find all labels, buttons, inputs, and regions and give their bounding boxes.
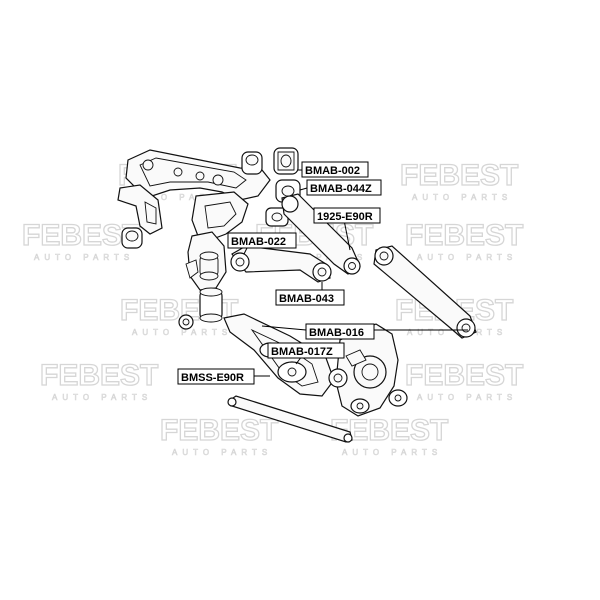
label-1925-e90r-text: 1925-E90R (317, 211, 373, 223)
toe-link-bar (227, 395, 353, 443)
label-bmab-022: BMAB-022 (227, 232, 297, 249)
rear-subframe (117, 149, 271, 291)
label-bmab-017z-text: BMAB-017Z (271, 346, 333, 358)
watermark: FEBEST AUTO PARTS (159, 413, 279, 457)
bushing-top-left (241, 151, 263, 175)
watermark-tagline: AUTO PARTS (342, 448, 442, 457)
label-bmab-016: BMAB-016 (305, 323, 375, 340)
watermark: FEBEST AUTO PARTS (404, 358, 524, 402)
trailing-link (373, 245, 477, 339)
watermark-brand: FEBEST (405, 219, 523, 252)
wheel-carrier (328, 323, 408, 417)
watermark-brand: FEBEST (40, 359, 158, 392)
label-bmab-017z: BMAB-017Z (267, 342, 345, 359)
watermark-brand: FEBEST (22, 219, 140, 252)
bushing-lower-left (178, 314, 194, 330)
watermark-tagline: AUTO PARTS (130, 193, 230, 202)
watermark: FEBEST AUTO PARTS (39, 358, 159, 402)
watermark-tagline: AUTO PARTS (132, 328, 232, 337)
label-1925-e90r: 1925-E90R (313, 207, 381, 224)
lower-control-arm (230, 245, 332, 283)
bushing-bmab-002 (273, 147, 299, 175)
watermark-tagline: AUTO PARTS (412, 193, 512, 202)
watermark: FEBEST AUTO PARTS (399, 158, 519, 202)
label-bmss-e90r-text: BMSS-E90R (181, 372, 244, 384)
upper-control-arm (281, 193, 361, 275)
watermark-tagline: AUTO PARTS (417, 253, 517, 262)
label-bmab-043-text: BMAB-043 (279, 293, 334, 305)
subframe-bushing-left (121, 227, 143, 249)
watermark-tagline: AUTO PARTS (172, 448, 272, 457)
watermark-brand: FEBEST (405, 359, 523, 392)
label-bmab-002: BMAB-002 (301, 161, 369, 178)
label-bmab-044z-text: BMAB-044Z (310, 183, 372, 195)
watermark-tagline: AUTO PARTS (407, 328, 507, 337)
watermark-brand: FEBEST (160, 414, 278, 447)
label-bmab-016-text: BMAB-016 (309, 327, 364, 339)
subframe-mount-bushing (199, 287, 223, 323)
watermark: FEBEST AUTO PARTS (329, 413, 449, 457)
label-bmab-002-text: BMAB-002 (305, 165, 360, 177)
watermark: FEBEST AUTO PARTS (21, 218, 141, 262)
watermark-brand: FEBEST (400, 159, 518, 192)
bushing-small-upper (265, 207, 289, 227)
label-bmab-043: BMAB-043 (275, 289, 345, 306)
label-bmab-022-text: BMAB-022 (231, 236, 286, 248)
label-bmab-044z: BMAB-044Z (306, 179, 382, 196)
watermark-tagline: AUTO PARTS (34, 253, 134, 262)
part-labels: BMAB-002 BMAB-044Z 1925-E90R BMAB-022 BM… (177, 161, 382, 385)
watermark-tagline: AUTO PARTS (52, 393, 152, 402)
watermark: FEBEST AUTO PARTS (404, 218, 524, 262)
label-bmss-e90r: BMSS-E90R (177, 368, 255, 385)
watermark-tagline: AUTO PARTS (417, 393, 517, 402)
